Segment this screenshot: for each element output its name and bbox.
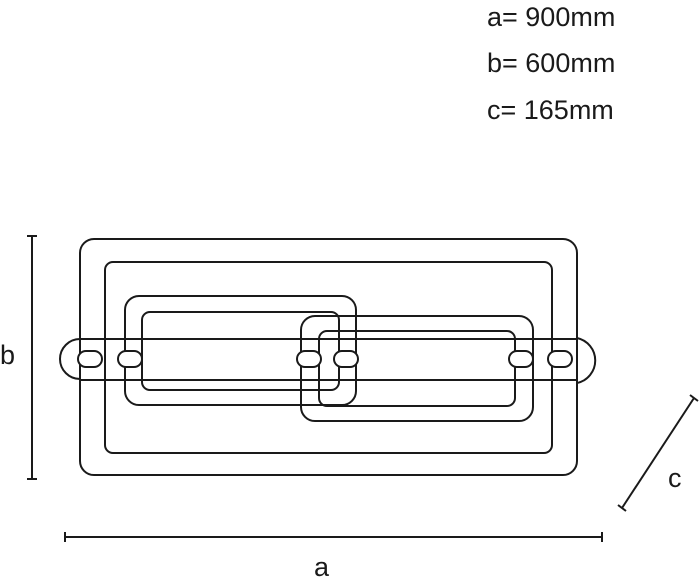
dimension-b-label: b [0,340,16,370]
clip-right-end [547,350,573,368]
right-ring-inner [318,330,516,407]
spec-c-value: c= 165mm [487,95,614,125]
clip-left-ring [117,350,143,368]
clip-left-end [77,350,103,368]
dimension-c-line [617,394,699,512]
inner-frame [104,261,553,454]
clip-center-left [296,350,322,368]
left-end-cap [59,338,81,380]
spec-b-value: b= 600mm [487,48,616,78]
dimension-b-line [27,235,37,480]
right-ring-outer [300,315,534,422]
clip-right-ring [508,350,534,368]
outer-frame [79,238,578,476]
spec-a-value: a= 900mm [487,2,616,32]
dimension-c-label: c [668,463,682,493]
right-end-cap [576,337,597,384]
clip-center-right [333,350,359,368]
dimension-a-line [64,532,603,542]
dimension-a-label: a [314,552,330,582]
